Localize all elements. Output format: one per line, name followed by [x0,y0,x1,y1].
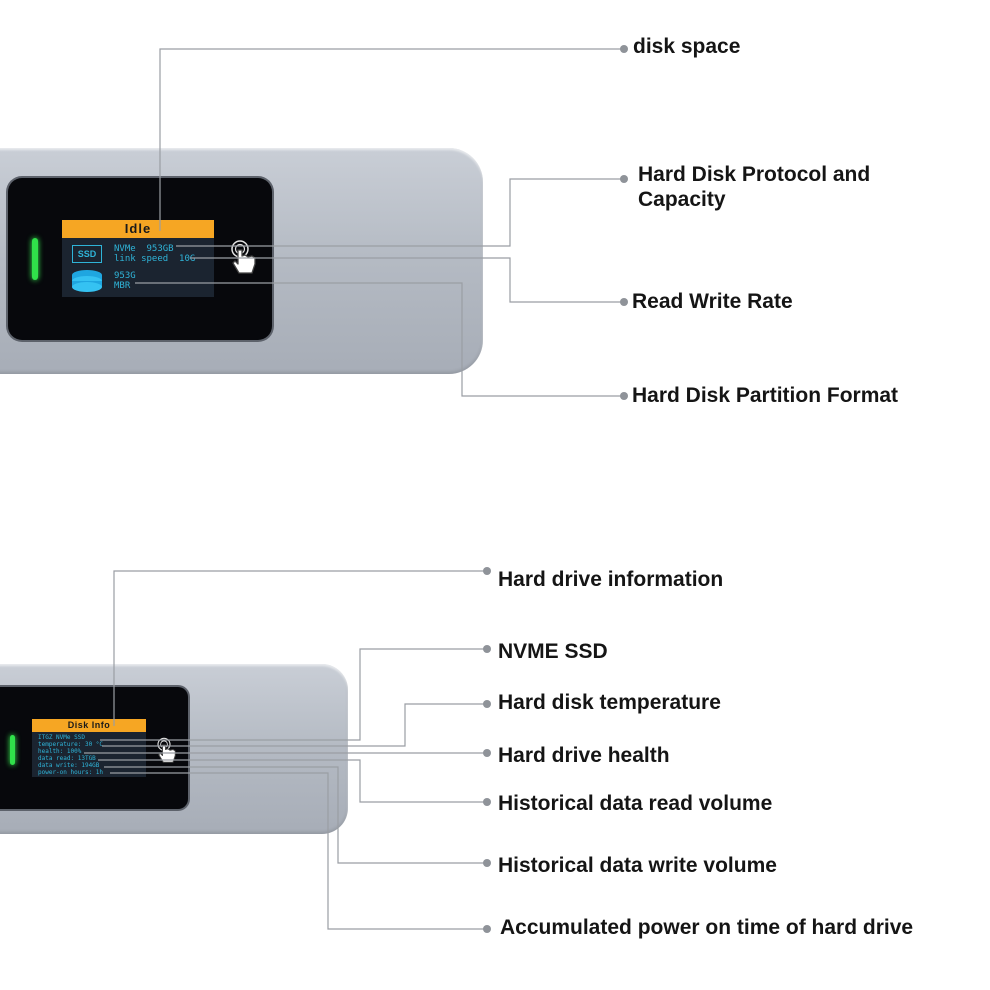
touch-hand-icon [157,737,176,763]
lcd-temperature: temperature: 30 °C [38,741,104,748]
label-disk-space: disk space [633,35,741,58]
ssd-badge: SSD [72,245,102,263]
lcd-link-speed: link speed 10G [114,254,196,264]
status-led-bottom [10,735,15,765]
lcd-disk-info-header: Disk Info [32,719,146,732]
lcd-disk-space: 953G [114,271,136,281]
lcd-drive-model: ITGZ NVMe SSD [38,734,85,741]
label-partition-format: Hard Disk Partition Format [632,384,899,407]
label-power-on-time: Accumulated power on time of hard drive [500,916,914,939]
lcd-health: health: 100% [38,748,82,755]
lcd-power-on-hours: power-on hours: 1h [38,769,104,776]
touch-hand-icon [231,240,256,274]
lcd-screen-top: Idle SSD NVMe 953GB link speed 10G 953G … [62,220,214,297]
label-read-volume: Historical data read volume [498,792,773,815]
label-nvme-ssd: NVME SSD [498,640,608,663]
label-temperature: Hard disk temperature [498,691,721,714]
lcd-data-read: data read: 13TGB [38,755,96,762]
label-drive-info: Hard drive information [498,568,724,591]
label-health: Hard drive health [498,744,670,767]
label-protocol-capacity: Hard Disk Protocol and Capacity [638,163,871,211]
lcd-status-header: Idle [62,220,214,238]
disk-stack-icon [72,270,102,292]
lcd-partition-format: MBR [114,281,131,291]
label-read-write-rate: Read Write Rate [632,290,793,313]
lcd-protocol-capacity: NVMe 953GB [114,244,174,254]
status-led-top [32,238,38,280]
lcd-data-write: data write: 194GB [38,762,100,769]
label-write-volume: Historical data write volume [498,854,777,877]
